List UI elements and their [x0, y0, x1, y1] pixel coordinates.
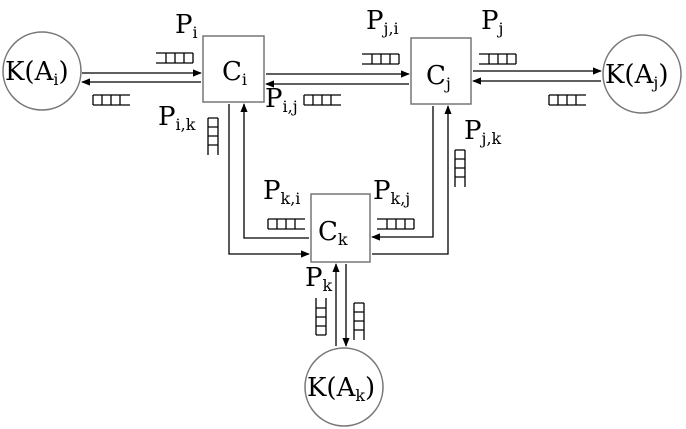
- queue-label-p-ij: Pi,j: [265, 84, 298, 116]
- queue-label-p-ji: Pj,i: [366, 6, 399, 38]
- queue-icon: [362, 53, 400, 65]
- queue-icon: [315, 298, 327, 336]
- node-c-i: Ci: [202, 35, 265, 103]
- svg-text:K(Ak): K(Ak): [307, 373, 375, 405]
- queue-icon: [92, 94, 130, 106]
- node-c-j: Cj: [410, 37, 472, 105]
- edge-kai-ci: [81, 69, 202, 86]
- queue-label-p-ik: Pi,k: [158, 102, 196, 134]
- node-c-k: Ck: [310, 193, 371, 263]
- queue-icon: [548, 94, 586, 106]
- queue-label-p-j: Pj: [481, 6, 503, 38]
- edge-cj-kaj: [472, 67, 602, 85]
- queue-icon: [267, 218, 305, 230]
- node-ka-k: K(Ak): [304, 347, 384, 427]
- queue-label-p-kj: Pk,j: [373, 176, 410, 208]
- queue-icon: [377, 218, 415, 230]
- node-ka-i: K(Ai): [2, 31, 82, 111]
- node-ka-j: K(Aj): [602, 34, 682, 114]
- queue-icon: [454, 149, 466, 187]
- svg-text:Cj: Cj: [426, 61, 451, 93]
- queue-icon: [207, 117, 219, 155]
- queue-label-p-jk: Pj,k: [464, 116, 502, 148]
- edge-ck-kak: [332, 263, 350, 347]
- edge-ci-ck: [228, 103, 310, 258]
- svg-text:K(Aj): K(Aj): [605, 60, 668, 92]
- queue-icon: [156, 52, 194, 64]
- queue-label-p-ki: Pk,i: [263, 176, 300, 208]
- svg-text:Ck: Ck: [318, 217, 348, 249]
- edge-ci-cj: [265, 70, 410, 88]
- queue-label-p-k: Pk: [305, 263, 333, 295]
- queue-icon: [353, 302, 365, 340]
- edge-cj-ck: [371, 105, 452, 255]
- queue-icon: [303, 94, 341, 106]
- queue-label-p-i: Pi: [175, 10, 198, 42]
- queue-icon: [479, 53, 517, 65]
- svg-text:K(Ai): K(Ai): [5, 57, 69, 89]
- svg-text:Ci: Ci: [222, 57, 247, 89]
